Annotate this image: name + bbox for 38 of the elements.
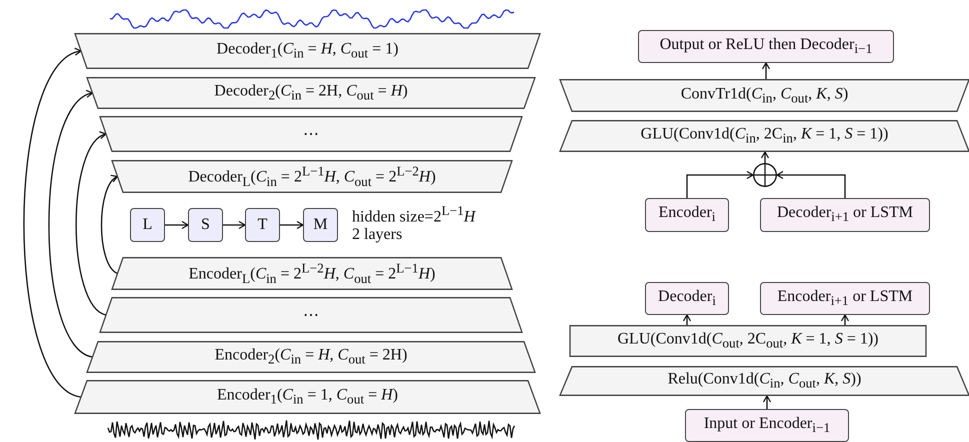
arrow: [762, 62, 770, 79]
annotation-text: hidden size=2$^{L−1}$H: [352, 203, 476, 226]
arrow: [762, 395, 772, 409]
layer-label: Encoder$_{1}$(C$_{in}$ = 1, C$_{out}$ = H): [216, 386, 398, 404]
layer-box: L: [130, 208, 165, 242]
layer-label: GLU(Conv1d(C$_{in}$, 2C$_{in}$, K = 1, S = 1)): [640, 125, 888, 142]
arrow: [840, 314, 850, 325]
module-box: Decoder$_{i+1}$ or LSTM: [760, 198, 930, 232]
annotation-text: 2 layers: [352, 226, 402, 244]
module-box: Encoder$_{i+1}$ or LSTM: [760, 282, 930, 315]
layer-box: S: [188, 208, 223, 242]
arrow: [165, 220, 189, 230]
arrow: [686, 170, 754, 198]
layer-label: ⋯: [303, 307, 319, 324]
arrow: [682, 314, 692, 325]
arrow: [100, 176, 118, 274]
layer-label: Relu(Conv1d(C$_{in}$, C$_{out}$, K, S)): [668, 370, 862, 388]
arrow: [280, 220, 304, 230]
arrow: [23, 50, 82, 398]
layer-label: Decoder$_{2}$(C$_{in}$ = 2H, C$_{out}$ = H): [214, 82, 408, 100]
arrow: [48, 92, 94, 358]
layer-label: ConvTr1d(C$_{in}$, C$_{out}$, K, S): [680, 84, 848, 102]
layer-box: T: [245, 208, 280, 242]
arrow: [76, 133, 107, 316]
layer-label: Decoder$_{1}$(C$_{in}$ = H, C$_{out}$ = 1): [216, 40, 398, 58]
layer-label: Encoder$_{L}$(C$_{in}$ = 2$^{L−2}$H, C$_{out}$ = 2$^{L−1}$H): [188, 266, 436, 283]
layer-label: GLU(Conv1d(C$_{out}$, 2C$_{out}$, K = 1, S = 1)): [617, 330, 878, 348]
layer-box: M: [303, 208, 338, 242]
module-box: Input or Encoder$_{i−1}$: [685, 409, 849, 442]
module-box: Decoder$_{i}$: [645, 282, 729, 315]
arrow: [223, 220, 246, 230]
module-box: Output or ReLU then Decoder$_{i−1}$: [638, 30, 894, 63]
layer-label: ⋯: [303, 126, 319, 143]
layer-label: Decoder$_{L}$(C$_{in}$ = 2$^{L−1}$H, C$_{out}$ = 2$^{L−2}$H): [188, 168, 436, 186]
arrow: [776, 170, 846, 198]
layer-label: Encoder$_{2}$(C$_{in}$ = H, C$_{out}$ = 2H): [214, 346, 408, 364]
module-box: Encoder$_{i}$: [645, 198, 729, 232]
arrow: [760, 151, 770, 163]
